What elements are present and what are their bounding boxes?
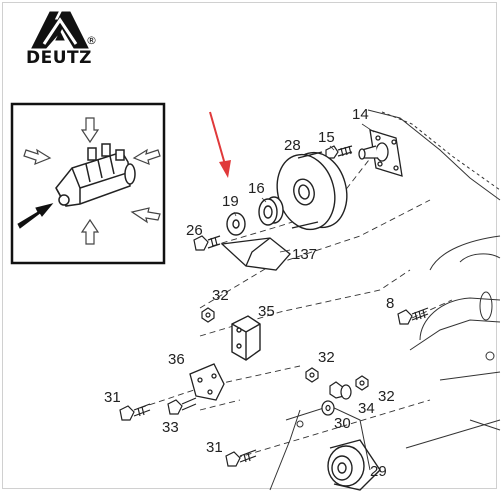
part-label-28: 28 bbox=[284, 137, 301, 154]
part-label-137: 137 bbox=[292, 246, 318, 263]
registered-mark: ® bbox=[86, 34, 97, 47]
part-label-14: 14 bbox=[352, 106, 369, 123]
part-label-31-left: 31 bbox=[104, 389, 121, 406]
bracket-36-part bbox=[189, 363, 225, 401]
red-pointer-arrow-icon bbox=[209, 111, 231, 178]
engine-location-inset bbox=[10, 102, 166, 265]
nut-32-parts bbox=[201, 307, 369, 391]
bearing-16-part bbox=[258, 196, 284, 226]
part-label-31-bottom: 31 bbox=[206, 439, 223, 456]
idler-pulley-29-part bbox=[327, 439, 381, 491]
brand-name: DEUTZ bbox=[26, 48, 92, 68]
part-label-15: 15 bbox=[318, 129, 335, 146]
part-label-32-right: 32 bbox=[378, 388, 395, 405]
deutz-logo-icon bbox=[31, 11, 89, 49]
spacer-34-washer-30-parts bbox=[321, 381, 352, 416]
part-label-26: 26 bbox=[186, 222, 203, 239]
bolt-15-part bbox=[325, 145, 353, 159]
part-label-35: 35 bbox=[258, 303, 275, 320]
part-label-34: 34 bbox=[358, 400, 375, 417]
washer-19-part bbox=[226, 212, 246, 236]
bolt-31-33-parts bbox=[119, 397, 257, 467]
flange-bracket-part bbox=[358, 129, 403, 177]
block-35-part bbox=[231, 315, 261, 361]
pulley-28-part bbox=[276, 151, 348, 231]
bolt-8-part bbox=[397, 307, 429, 325]
shim-137-part bbox=[220, 237, 291, 271]
part-label-36: 36 bbox=[168, 351, 185, 368]
part-label-19: 19 bbox=[222, 193, 239, 210]
part-label-8: 8 bbox=[386, 295, 395, 312]
part-label-33: 33 bbox=[162, 419, 179, 436]
screw-26-part bbox=[193, 235, 221, 251]
part-label-32-middle: 32 bbox=[318, 349, 335, 366]
part-label-16: 16 bbox=[248, 180, 265, 197]
part-label-30: 30 bbox=[334, 415, 351, 432]
engine-block-icon bbox=[55, 143, 136, 207]
part-label-29: 29 bbox=[370, 463, 387, 480]
engine-housing-outline bbox=[269, 109, 501, 491]
part-label-32-top: 32 bbox=[212, 287, 229, 304]
